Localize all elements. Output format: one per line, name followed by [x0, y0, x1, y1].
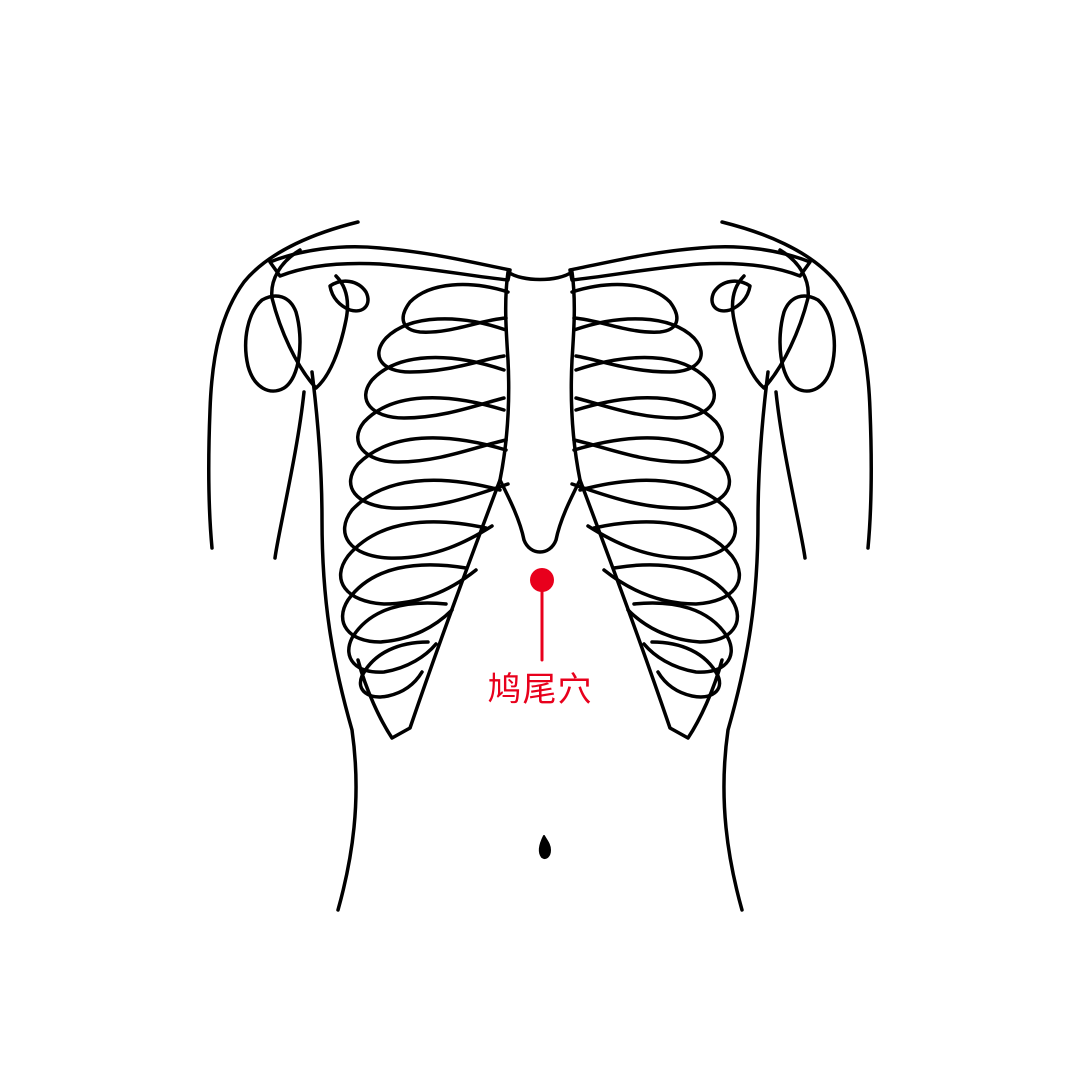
right-scapula — [730, 248, 810, 390]
left-torso-side — [310, 370, 358, 912]
right-arm-outline — [720, 220, 874, 550]
acupoint-marker — [530, 568, 554, 662]
left-arm-outline — [206, 220, 360, 550]
left-clavicle — [268, 245, 512, 282]
right-ribs — [570, 282, 742, 740]
left-inner-arm — [273, 390, 306, 560]
left-scapula — [270, 248, 350, 390]
left-costal-margin — [356, 478, 502, 740]
right-clavicle — [568, 245, 812, 282]
left-ribs — [338, 282, 510, 740]
right-costal-margin — [578, 478, 724, 740]
body-outline — [206, 220, 874, 912]
left-coracoid — [328, 279, 370, 313]
sternum — [498, 270, 582, 554]
left-humerus-head — [243, 294, 302, 393]
acupoint-label: 鸠尾穴 — [487, 670, 593, 710]
acupoint-dot — [530, 568, 554, 592]
right-humerus-head — [778, 294, 837, 393]
right-inner-arm — [774, 390, 807, 560]
right-torso-side — [722, 370, 770, 912]
shoulder-girdle — [243, 245, 837, 393]
right-coracoid — [710, 279, 752, 313]
navel — [538, 835, 551, 860]
